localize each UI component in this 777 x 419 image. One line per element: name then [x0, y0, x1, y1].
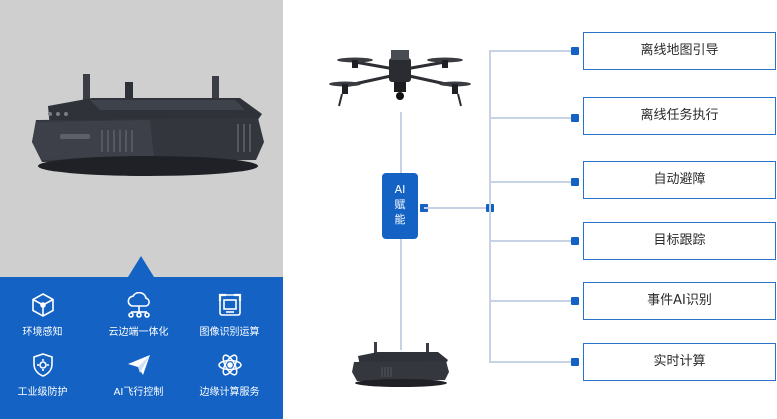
- feature-edge-computing: 边缘计算服务: [182, 352, 277, 398]
- ai-box-line2: 赋: [394, 198, 406, 211]
- ai-box-line1: AI: [394, 183, 406, 196]
- feature-image-recognition: 图像识别运算: [182, 292, 277, 338]
- drone-image: [329, 50, 471, 107]
- branch-node: [571, 47, 579, 55]
- capability-box: 目标跟踪: [583, 222, 776, 260]
- branch-node: [571, 114, 579, 122]
- capability-box: 自动避障: [583, 161, 776, 199]
- ai-empower-box: AI 赋 能: [382, 173, 418, 239]
- branch-trunk: [489, 50, 491, 362]
- horizontal-connector: [424, 207, 490, 209]
- feature-label: 工业级防护: [17, 387, 68, 398]
- capability-box: 实时计算: [583, 343, 776, 381]
- feature-label: 图像识别运算: [199, 327, 260, 338]
- branch-line: [489, 300, 575, 302]
- panel-pointer: [128, 256, 154, 277]
- feature-label: 边缘计算服务: [199, 387, 260, 398]
- branch-node: [571, 178, 579, 186]
- capability-box: 离线任务执行: [583, 97, 776, 135]
- left-panel: 环境感知 云边端一体化 图像识别运算: [0, 0, 283, 419]
- capability-label: 目标跟踪: [653, 233, 706, 248]
- image-recognition-icon: [218, 293, 241, 316]
- edge-computing-device-image: [32, 74, 264, 176]
- feature-label: AI飞行控制: [113, 387, 164, 398]
- branch-line: [489, 181, 575, 183]
- branch-node: [571, 237, 579, 245]
- branch-line: [489, 50, 575, 52]
- atom-icon: [217, 354, 242, 376]
- feature-environment-perception: 环境感知: [0, 292, 90, 338]
- paper-plane-icon: [127, 355, 150, 375]
- capability-label: 自动避障: [653, 172, 706, 187]
- branch-line: [489, 240, 575, 242]
- feature-label: 云边端一体化: [108, 327, 169, 338]
- branch-node: [571, 358, 579, 366]
- capability-label: 事件AI识别: [647, 293, 712, 308]
- edge-device-small-image: [352, 342, 449, 387]
- branch-line: [489, 117, 575, 119]
- capability-label: 离线任务执行: [640, 108, 719, 123]
- cube-network-icon: [31, 293, 54, 317]
- feature-label: 环境感知: [22, 327, 63, 338]
- capability-label: 离线地图引导: [640, 43, 719, 58]
- feature-ai-flight-control: AI飞行控制: [91, 352, 186, 398]
- feature-industrial-protection: 工业级防护: [0, 352, 90, 398]
- shield-gear-icon: [32, 353, 53, 377]
- capability-box: 事件AI识别: [583, 282, 776, 320]
- ai-box-line3: 能: [394, 213, 406, 226]
- capability-box: 离线地图引导: [583, 32, 776, 70]
- feature-cloud-edge: 云边端一体化: [91, 292, 186, 338]
- branch-node: [571, 297, 579, 305]
- capability-label: 实时计算: [653, 354, 706, 369]
- feature-panel: 环境感知 云边端一体化 图像识别运算: [0, 277, 283, 419]
- cloud-network-icon: [127, 292, 150, 318]
- branch-line: [489, 361, 575, 363]
